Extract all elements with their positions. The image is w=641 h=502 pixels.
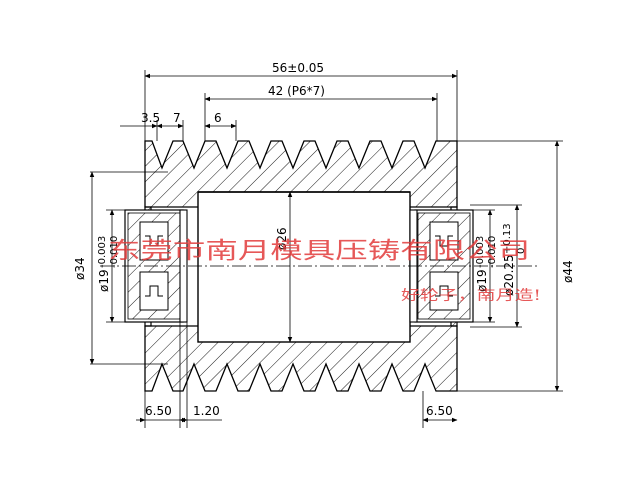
pitch-label: 6 [214,111,222,125]
shaft-bore-label: ø26 [275,227,289,250]
top-grooved-wall [144,140,458,208]
company-watermark: 东莞市南月模具压铸有限公司 [108,238,530,264]
right-seat-width-label: 6.50 [426,404,453,418]
left-seat-width-label: 6.50 [145,404,172,418]
seat-diameter-label: ø20.25 [502,254,516,296]
seat-tolerance-upper: +0.13 [502,223,513,254]
left-bearing-diameter-label: ø19 [97,269,111,292]
left-bearing-tolerance-lower: -0.010 [109,236,120,268]
outer-diameter-label: ø44 [561,260,575,283]
pitch-diameter-label: ø34 [73,257,87,280]
snap-width-label: 1.20 [193,404,220,418]
first-groove-label: 7 [173,111,181,125]
seat-tolerance-lower: 0 [516,248,527,254]
dimension-lines [89,73,560,423]
shaft-bore [197,191,411,343]
right-bearing-tolerance-upper: -0.003 [475,236,486,268]
right-bearing-tolerance-lower: -0.010 [487,236,498,268]
groove-span-label: 42 (P6*7) [268,84,325,98]
left-bearing-tolerance-upper: -0.003 [97,236,108,268]
slogan-watermark: 好轮子，南月造! [401,288,541,304]
edge-offset-label: 3.5 [141,111,160,125]
right-bearing-diameter-label: ø19 [475,269,489,292]
overall-length-label: 56±0.05 [272,61,324,75]
